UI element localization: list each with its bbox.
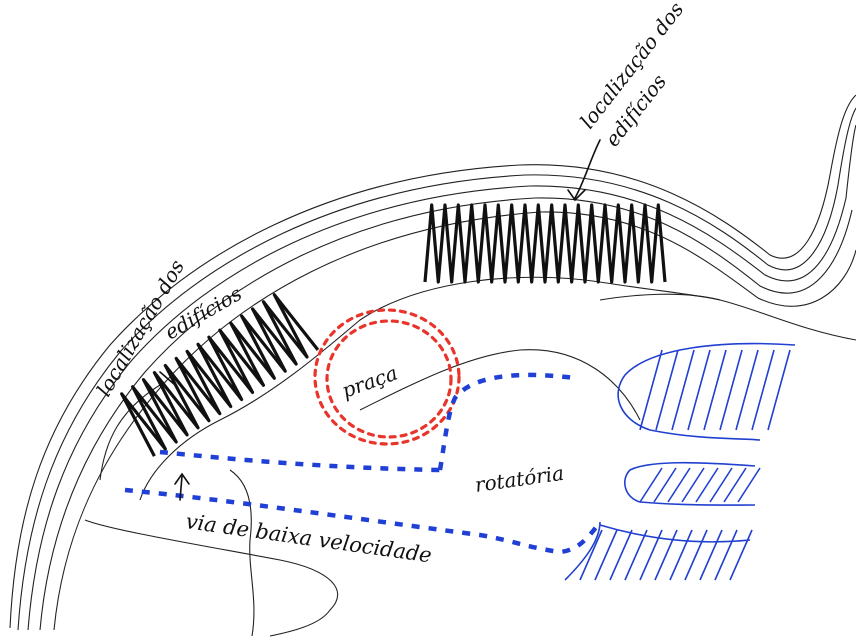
hatch-line bbox=[668, 468, 690, 502]
hatch-line bbox=[682, 468, 704, 502]
buildings-top bbox=[425, 205, 665, 282]
hatch-line bbox=[640, 468, 662, 502]
road-roundabout-arc bbox=[440, 375, 575, 470]
label-via: via de baixa velocidade bbox=[184, 509, 433, 567]
contour-lines bbox=[10, 95, 856, 636]
hatch-line bbox=[738, 468, 760, 502]
hatch-line bbox=[654, 468, 676, 502]
hatch-line bbox=[710, 468, 732, 502]
label-rotatoria: rotatória bbox=[473, 461, 565, 497]
hatched-zones bbox=[565, 344, 795, 580]
arrows bbox=[160, 140, 600, 500]
hatch-line bbox=[696, 468, 718, 502]
label-praca: praça bbox=[339, 361, 401, 403]
road-upper bbox=[160, 452, 440, 470]
hatch-line bbox=[724, 468, 746, 502]
